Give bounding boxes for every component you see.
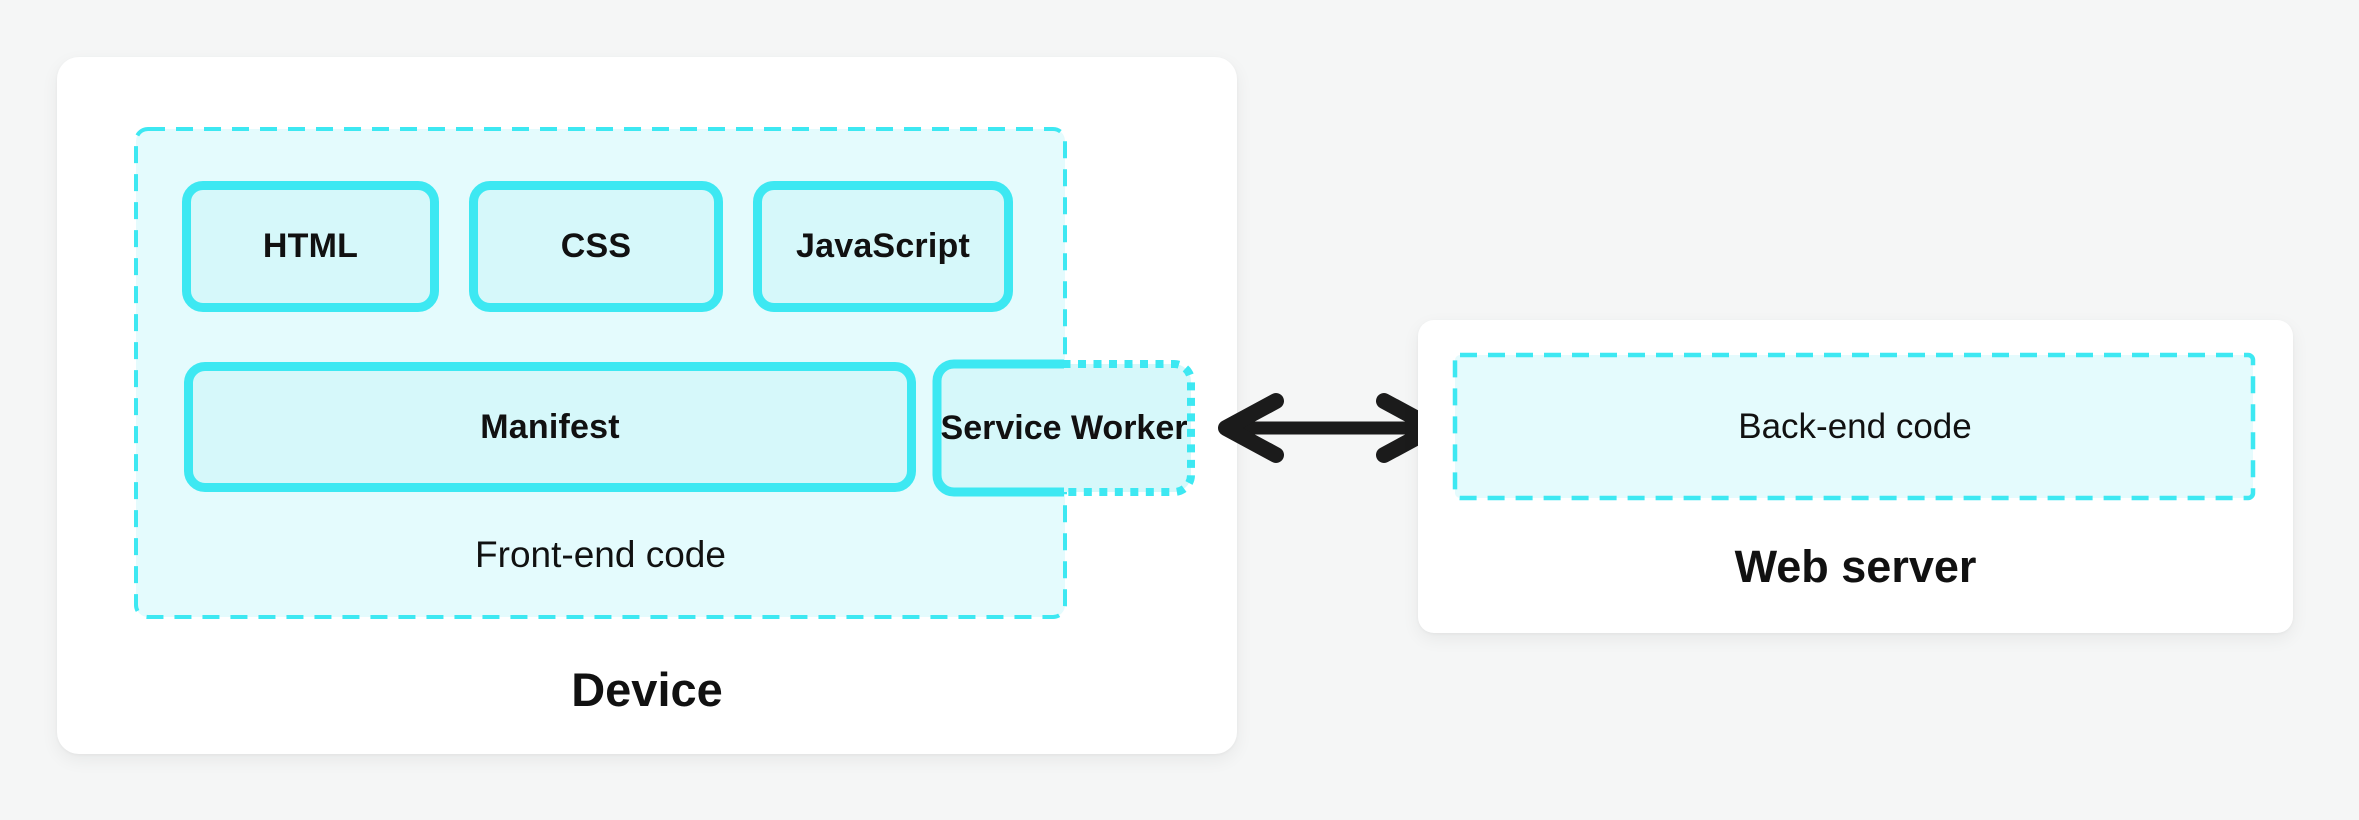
service-worker-label: Service Worker <box>940 408 1188 447</box>
webserver-title: Web server <box>1734 541 1977 592</box>
backend-caption: Back-end code <box>1738 406 1972 446</box>
javascript-block: JavaScript <box>753 181 1013 312</box>
html-block: HTML <box>182 181 439 312</box>
html-block-label: HTML <box>262 227 359 265</box>
device-title: Device <box>571 663 723 716</box>
manifest-block-label: Manifest <box>480 407 620 446</box>
css-block-label: CSS <box>560 227 632 265</box>
javascript-block-label: JavaScript <box>796 227 970 265</box>
double-arrow-icon <box>1218 393 1442 463</box>
backend-block <box>1452 352 2256 501</box>
service-worker-block <box>933 360 1195 496</box>
css-block: CSS <box>469 181 723 312</box>
frontend-caption: Front-end code <box>475 534 726 575</box>
manifest-block: Manifest <box>184 362 916 492</box>
